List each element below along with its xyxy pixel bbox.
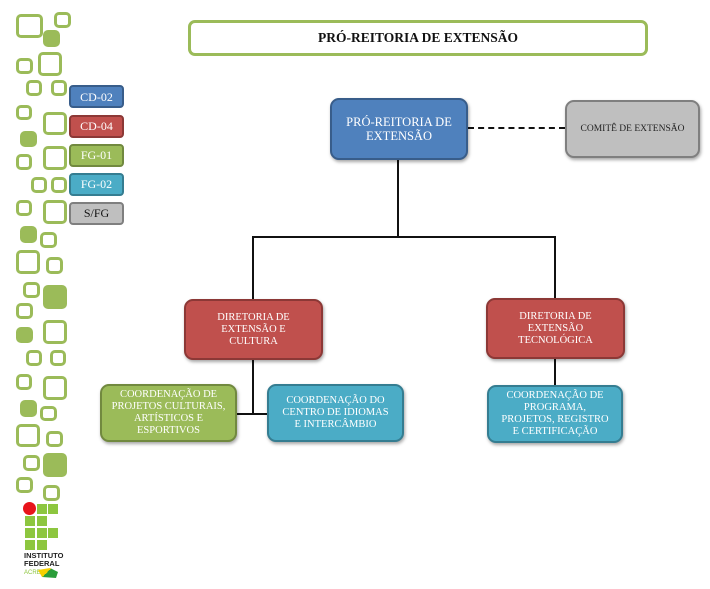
decor-square xyxy=(16,303,33,319)
org-node-coord-projetos-culturais: COORDENAÇÃO DE PROJETOS CULTURAIS, ARTÍS… xyxy=(100,384,237,442)
connector-right-down xyxy=(554,236,556,298)
legend-item-cd04: CD-04 xyxy=(69,115,124,138)
logo-square xyxy=(25,516,35,526)
decor-square xyxy=(54,12,71,28)
decor-square xyxy=(20,400,37,417)
decor-square xyxy=(43,376,67,400)
org-node-diretoria-extensao-cultura: DIRETORIA DE EXTENSÃO E CULTURA xyxy=(184,299,323,360)
decor-square xyxy=(16,327,33,343)
decor-square xyxy=(16,250,40,274)
page-title: PRÓ-REITORIA DE EXTENSÃO xyxy=(188,20,648,56)
legend-item-fg01: FG-01 xyxy=(69,144,124,167)
decor-square xyxy=(40,232,57,248)
logo-square xyxy=(48,504,58,514)
logo-text-instituto: INSTITUTO xyxy=(24,551,64,560)
org-node-pro-reitoria: PRÓ-REITORIA DE EXTENSÃO xyxy=(330,98,468,160)
org-node-coord-programa-projetos: COORDENAÇÃO DE PROGRAMA, PROJETOS, REGIS… xyxy=(487,385,623,443)
connector-left-coord-horizontal xyxy=(236,413,268,415)
decor-square xyxy=(23,282,40,298)
connector-left-down xyxy=(252,236,254,299)
decor-square xyxy=(43,200,67,224)
decor-square xyxy=(43,30,60,47)
decor-square xyxy=(16,154,32,170)
logo-text-acre: ACRE xyxy=(24,570,41,576)
logo-square xyxy=(25,540,35,550)
decor-square xyxy=(43,453,67,477)
decor-square xyxy=(16,105,32,120)
decor-square xyxy=(50,350,66,366)
org-node-comite: COMITÊ DE EXTENSÃO xyxy=(565,100,700,158)
decor-square xyxy=(20,131,37,147)
connector-right-dir-down xyxy=(554,359,556,385)
legend-item-fg02: FG-02 xyxy=(69,173,124,196)
connector-root-down xyxy=(397,160,399,237)
decor-square xyxy=(16,374,32,390)
decor-square xyxy=(20,226,37,243)
connector-horizontal xyxy=(252,236,556,238)
decor-square xyxy=(51,80,67,96)
connector-dashed-advisory xyxy=(468,127,565,129)
logo-square xyxy=(37,516,47,526)
legend-item-sfg: S/FG xyxy=(69,202,124,225)
decor-square xyxy=(26,350,42,366)
logo-square xyxy=(37,504,47,514)
decor-square xyxy=(16,58,33,74)
logo-text-federal: FEDERAL xyxy=(24,559,60,568)
decor-square xyxy=(16,477,33,493)
decor-square xyxy=(40,406,57,421)
decor-square xyxy=(16,424,40,447)
decor-square xyxy=(51,177,67,193)
decor-square xyxy=(43,485,60,501)
logo-square xyxy=(48,528,58,538)
org-node-coord-centro-idiomas: COORDENAÇÃO DO CENTRO DE IDIOMAS E INTER… xyxy=(267,384,404,442)
decor-square xyxy=(26,80,42,96)
logo-red-dot xyxy=(23,502,36,515)
logo-square xyxy=(25,528,35,538)
decor-square xyxy=(43,320,67,344)
acre-map-icon xyxy=(38,568,58,578)
decor-square xyxy=(43,146,67,170)
legend-item-cd02: CD-02 xyxy=(69,85,124,108)
decor-square xyxy=(31,177,47,193)
decor-square xyxy=(46,257,63,274)
connector-left-dir-down xyxy=(252,360,254,414)
decor-square xyxy=(46,431,63,447)
logo-square xyxy=(37,540,47,550)
decor-square xyxy=(16,200,32,216)
org-node-diretoria-extensao-tecnologica: DIRETORIA DE EXTENSÃO TECNOLÓGICA xyxy=(486,298,625,359)
decor-square xyxy=(38,52,62,76)
decor-square xyxy=(23,455,40,471)
logo-square xyxy=(37,528,47,538)
decor-square xyxy=(43,285,67,309)
decor-square xyxy=(43,112,67,135)
decor-square xyxy=(16,14,43,38)
